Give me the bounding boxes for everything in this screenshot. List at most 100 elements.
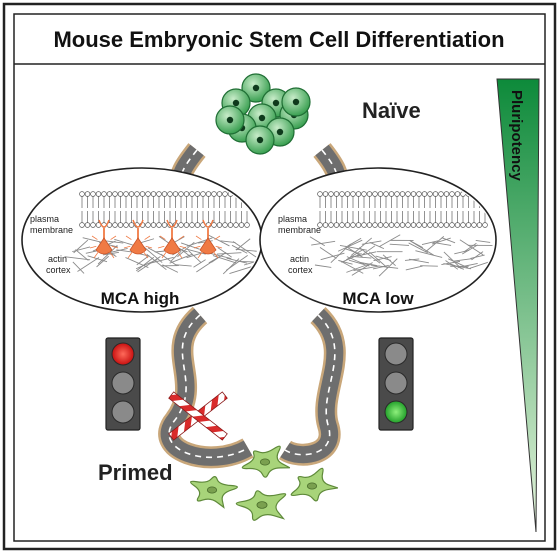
- left-cortex-label-2: cortex: [46, 265, 71, 275]
- primed-cell: [190, 476, 238, 509]
- lipid-head: [322, 191, 329, 197]
- actin-filament: [216, 252, 242, 255]
- lipid-head: [465, 222, 472, 228]
- primed-cell-nucleus: [206, 486, 218, 494]
- light-off: [384, 342, 408, 366]
- lipid-head: [194, 191, 201, 197]
- actin-filament: [350, 237, 373, 256]
- actin-filament: [471, 251, 484, 261]
- actin-filament: [382, 254, 396, 267]
- diagram-title: Mouse Embryonic Stem Cell Differentiatio…: [53, 27, 504, 52]
- lipid-head: [476, 222, 483, 228]
- lipid-head: [79, 191, 85, 197]
- naive-cell-nucleus: [226, 116, 234, 124]
- lipid-head: [339, 222, 345, 228]
- lipid-head: [410, 222, 417, 228]
- lipid-head: [372, 191, 378, 197]
- right-membrane-label-1: plasma: [278, 214, 307, 224]
- naive-cell-cluster-icon: [215, 73, 311, 155]
- lipid-head: [449, 222, 455, 228]
- right-cortex-label-1: actin: [290, 254, 309, 264]
- light-off: [111, 371, 135, 395]
- lipid-head: [388, 191, 395, 197]
- actin-filament: [185, 248, 206, 255]
- lipid-head: [112, 191, 118, 197]
- actin-filament: [114, 238, 133, 246]
- red-light: [111, 342, 135, 366]
- lipid-head: [460, 222, 466, 228]
- lipid-head: [421, 222, 428, 228]
- actin-filament: [432, 241, 452, 246]
- lipid-head: [211, 191, 217, 197]
- lipid-head: [328, 191, 334, 197]
- actin-filament: [320, 252, 345, 261]
- membrane-cortex-linker-icon: [157, 219, 187, 259]
- traffic-light-red: [105, 337, 141, 431]
- actin-filament: [108, 247, 128, 254]
- lipid-head: [150, 222, 157, 228]
- actin-filament: [232, 241, 257, 258]
- actin-filament: [125, 257, 149, 269]
- actin-filament: [146, 253, 167, 271]
- green-light: [384, 400, 408, 424]
- lipid-head: [355, 222, 362, 228]
- primed-cell-nucleus: [256, 501, 268, 509]
- actin-filament: [193, 259, 206, 268]
- lipid-head: [399, 191, 406, 197]
- lipid-head: [328, 222, 334, 228]
- lipid-head: [117, 191, 124, 197]
- actin-filament: [421, 240, 439, 246]
- actin-filament: [370, 264, 399, 269]
- actin-filament: [470, 254, 485, 259]
- primed-cell: [290, 467, 339, 502]
- lipid-head: [361, 191, 367, 197]
- actin-filament: [345, 249, 364, 261]
- lipid-head: [222, 222, 228, 228]
- lipid-head: [200, 191, 206, 197]
- actin-filament: [225, 254, 248, 271]
- lipid-head: [95, 191, 102, 197]
- lipid-head: [350, 222, 356, 228]
- actin-filament: [75, 249, 89, 261]
- actin-filament: [137, 256, 161, 273]
- lipid-head: [372, 222, 378, 228]
- actin-filament: [162, 264, 179, 273]
- membrane-cortex-linker-icon: [123, 219, 153, 259]
- mca-high-label: MCA high: [101, 289, 180, 308]
- lipid-head: [84, 191, 91, 197]
- lipid-head: [244, 222, 250, 228]
- actin-filament: [77, 257, 100, 272]
- lipid-head: [366, 222, 373, 228]
- actin-filament: [210, 252, 232, 260]
- naive-cell-nucleus: [292, 98, 300, 106]
- lipid-head: [333, 191, 340, 197]
- actin-filament: [348, 259, 370, 267]
- actin-filament: [475, 240, 491, 243]
- lipid-head: [101, 191, 107, 197]
- actin-filament: [453, 258, 472, 262]
- actin-filament: [135, 259, 158, 270]
- lipid-head: [443, 191, 450, 197]
- lipid-head: [421, 191, 428, 197]
- lipid-head: [84, 222, 91, 228]
- lipid-head: [383, 222, 389, 228]
- light-off: [111, 400, 135, 424]
- actin-filament: [425, 236, 445, 253]
- lipid-head: [377, 222, 384, 228]
- lipid-head: [90, 191, 96, 197]
- actin-filament: [187, 250, 202, 264]
- lipid-head: [194, 222, 201, 228]
- lipid-head: [189, 222, 195, 228]
- lipid-head: [427, 191, 433, 197]
- lipid-head: [123, 191, 129, 197]
- actin-filament: [369, 241, 385, 250]
- lipid-head: [366, 191, 373, 197]
- lipid-head: [405, 191, 411, 197]
- primed-cell-cluster-icon: [190, 445, 339, 521]
- primed-cell-nucleus: [259, 458, 271, 466]
- actin-filament: [338, 260, 353, 265]
- lipid-head: [216, 191, 223, 197]
- primed-cell: [241, 445, 291, 478]
- actin-filament: [462, 244, 478, 255]
- actin-filament: [408, 242, 429, 254]
